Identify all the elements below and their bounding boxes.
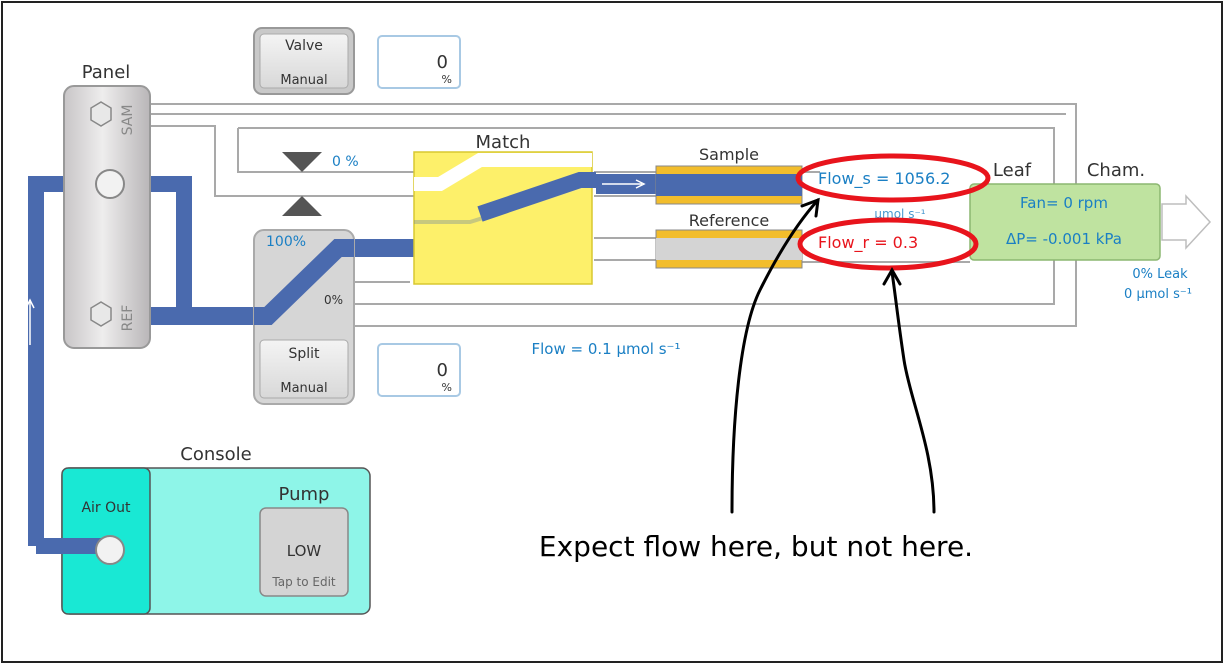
split-mode: Manual xyxy=(280,381,327,396)
leaf-chamber-box[interactable] xyxy=(969,183,1161,261)
pump-title: Pump xyxy=(279,484,330,505)
hidden-unit-text: µmol s⁻¹ xyxy=(874,207,925,221)
main-flow-readout: Flow = 0.1 µmol s⁻¹ xyxy=(532,340,681,358)
panel-port-icon xyxy=(95,169,125,199)
match-sample-path xyxy=(477,172,596,222)
sam-label: SAM xyxy=(120,105,136,136)
sample-flow-readout: Flow_s = 1056.2 xyxy=(818,169,950,189)
sample-highlight-ellipse xyxy=(795,153,991,203)
valve-button[interactable] xyxy=(259,33,349,89)
split-title: Split xyxy=(288,346,320,362)
reference-label: Reference xyxy=(689,211,770,230)
split-button[interactable] xyxy=(259,339,349,399)
match-body[interactable] xyxy=(413,151,593,285)
split-tube xyxy=(254,239,354,325)
split-bottom-percent: 0% xyxy=(324,293,343,307)
sam-nut-icon xyxy=(90,101,112,127)
valve-arrow-up-icon xyxy=(282,196,322,216)
match-title: Match xyxy=(476,132,531,153)
valve-line-percent: 0 % xyxy=(332,154,359,170)
valve-unit: % xyxy=(442,73,452,86)
reference-highlight-ellipse xyxy=(797,217,979,271)
split-value: 0 xyxy=(437,360,448,381)
split-value-field[interactable] xyxy=(377,343,461,397)
pump-value: LOW xyxy=(287,542,322,560)
valve-title: Valve xyxy=(285,38,323,54)
chamber-leak-percent: 0% Leak xyxy=(1132,267,1188,282)
pump-button[interactable] xyxy=(259,507,349,597)
chamber-outflow-arrow-icon xyxy=(1161,194,1212,250)
leaf-dp: ΔP= -0.001 kPa xyxy=(1006,230,1122,248)
sample-label: Sample xyxy=(699,145,759,164)
leaf-fan: Fan= 0 rpm xyxy=(1020,194,1108,212)
leaf-title: Leaf xyxy=(993,160,1032,181)
match-white-path xyxy=(414,153,592,191)
pump-hint: Tap to Edit xyxy=(271,575,336,589)
split-top-percent: 100% xyxy=(266,234,306,250)
reference-cell-tube xyxy=(656,238,802,260)
valve-arrow-down-icon xyxy=(282,152,322,172)
console-title: Console xyxy=(180,444,251,465)
valve-value-field[interactable] xyxy=(377,35,461,89)
sample-cell-tube xyxy=(656,174,802,196)
panel-body[interactable] xyxy=(63,85,151,349)
air-out-label: Air Out xyxy=(81,500,131,516)
air-out-port-icon xyxy=(95,535,125,565)
panel-title: Panel xyxy=(82,62,131,83)
split-unit: % xyxy=(442,381,452,394)
chamber-leak-flow: 0 µmol s⁻¹ xyxy=(1124,287,1192,302)
chamber-title: Cham. xyxy=(1087,160,1145,181)
valve-mode: Manual xyxy=(280,73,327,88)
reference-flow-readout: Flow_r = 0.3 xyxy=(818,233,918,253)
ref-nut-icon xyxy=(90,301,112,327)
ref-label: REF xyxy=(120,305,136,332)
annotation-arrows xyxy=(730,197,936,514)
annotation-text: Expect flow here, but not here. xyxy=(539,530,973,563)
valve-value: 0 xyxy=(437,52,448,73)
